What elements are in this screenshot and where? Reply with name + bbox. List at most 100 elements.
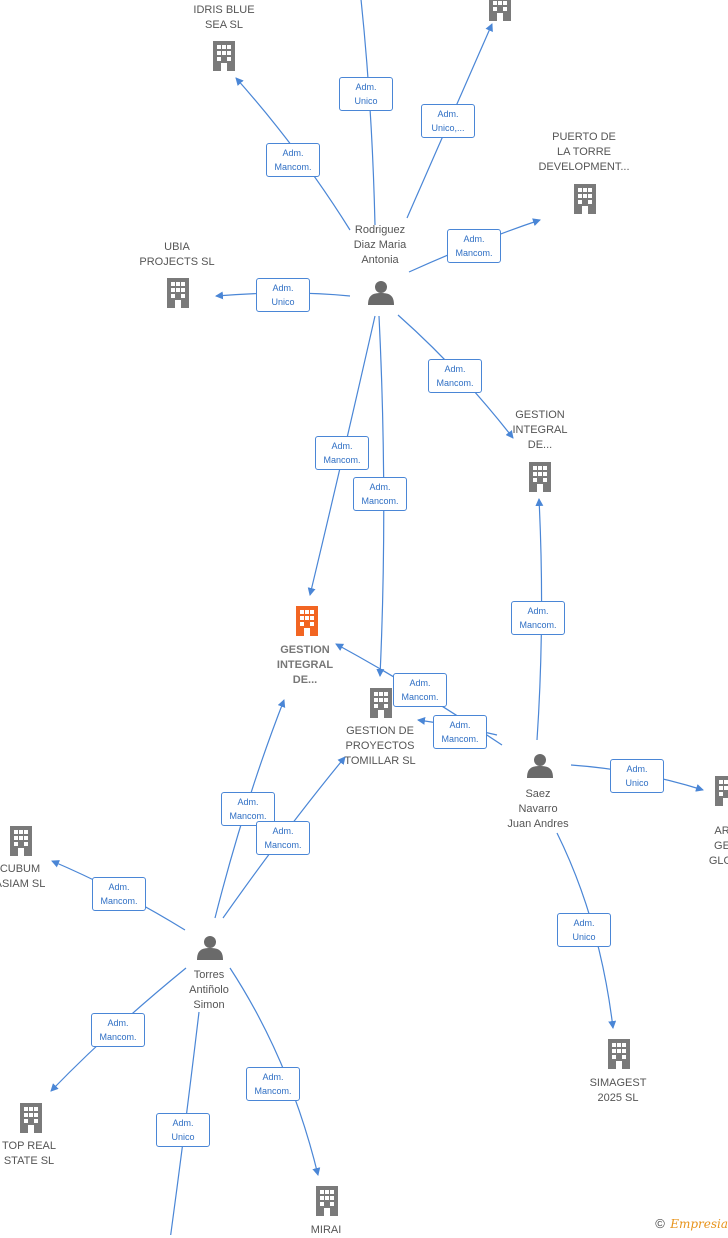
role-badge-line: Mancom.	[254, 1086, 292, 1096]
role-badge-line: Unico	[171, 1132, 195, 1142]
node-label-line: Antonia	[361, 254, 399, 266]
node-label-line: PROJECTS SL	[139, 256, 215, 268]
node-label-mirai[interactable]: MIRAI	[311, 1223, 342, 1238]
node-label-line: Antiñolo	[189, 984, 229, 996]
building-icon[interactable]	[608, 1039, 630, 1069]
role-badge-line: Adm.	[272, 283, 294, 293]
person-icon[interactable]	[527, 754, 553, 778]
person-icon[interactable]	[368, 281, 394, 305]
node-label-line: 2025 SL	[597, 1092, 639, 1104]
node-label-ubia[interactable]: UBIA PROJECTS SL	[139, 240, 214, 270]
footer-brand[interactable]: © Empresia	[655, 1216, 728, 1231]
node-label-line: Navarro	[518, 803, 558, 815]
node-label-line: INTEGRAL	[276, 659, 334, 671]
node-label-line: DE...	[292, 674, 318, 686]
node-label-line: GLOI	[708, 855, 728, 867]
node-label-gestion_main[interactable]: GESTION INTEGRAL DE...	[277, 643, 333, 688]
person-icon[interactable]	[197, 936, 223, 960]
role-badge[interactable]: Adm.Unico,...	[421, 104, 475, 138]
role-badge[interactable]: Adm.Mancom.	[447, 229, 501, 263]
node-label-line: DE...	[527, 439, 553, 451]
role-badge-line: Mancom.	[323, 455, 361, 465]
role-badge-line: Adm.	[272, 826, 294, 836]
role-badge-line: Unico	[572, 932, 596, 942]
role-badge[interactable]: Adm. Mancom.	[246, 1067, 300, 1101]
role-badge-line: Adm.	[107, 1018, 129, 1028]
role-badge[interactable]: Adm.Mancom.	[266, 143, 320, 177]
role-badge-line: Adm.	[331, 441, 353, 451]
node-label-line: DEVELOPMENT...	[538, 161, 630, 173]
role-badge-line: Mancom.	[229, 811, 267, 821]
edges-layer	[50, 0, 704, 1235]
building-icon[interactable]	[167, 278, 189, 308]
node-label-gestion_right[interactable]: GESTION INTEGRAL DE...	[512, 408, 567, 453]
role-badge-line: Adm.	[369, 482, 391, 492]
building-icon[interactable]	[715, 776, 728, 806]
role-badge-line: Adm.	[626, 764, 648, 774]
role-badge-line: Adm.	[463, 234, 485, 244]
role-badge[interactable]: Adm.Mancom.	[353, 477, 407, 511]
node-label-line: CUBUM	[0, 863, 41, 875]
node-label-line: Saez	[525, 788, 551, 800]
role-badge[interactable]: Adm.Mancom.	[91, 1013, 145, 1047]
role-badge[interactable]: Adm. Unico	[610, 759, 664, 793]
role-badge-line: Mancom.	[401, 692, 439, 702]
building-icon[interactable]	[489, 0, 511, 21]
role-badge[interactable]: Adm.Mancom.	[393, 673, 447, 707]
role-badge-line: Unico	[625, 778, 649, 788]
node-label-line: Simon	[193, 999, 225, 1011]
node-label-line: UBIA	[164, 241, 190, 253]
role-badge-line: Unico	[354, 96, 378, 106]
role-badge[interactable]: Adm.Mancom.	[92, 877, 146, 911]
node-label-cubum[interactable]: CUBUM ASIAM SL	[0, 862, 45, 892]
building-icon[interactable]	[10, 826, 32, 856]
node-label-line: Diaz Maria	[353, 239, 407, 251]
role-badge-line: Unico	[271, 297, 295, 307]
role-badge-line: Mancom.	[436, 378, 474, 388]
node-label-ar[interactable]: ARGEGLOI	[709, 824, 728, 869]
copyright-icon: ©	[655, 1216, 665, 1231]
node-label-line: STATE SL	[3, 1155, 55, 1167]
role-badge[interactable]: Adm. Unico	[156, 1113, 210, 1147]
role-badge-line: Adm.	[355, 82, 377, 92]
node-label-line: INTEGRAL	[512, 424, 568, 436]
node-label-line: GESTION	[280, 644, 330, 656]
role-badge[interactable]: Adm.Mancom.	[221, 792, 275, 826]
node-label-line: GESTION	[515, 409, 565, 421]
role-badge-line: Mancom.	[274, 162, 312, 172]
role-badge[interactable]: Adm. Unico	[339, 77, 393, 111]
node-label-line: AR	[714, 825, 728, 837]
role-badge-line: Adm.	[444, 364, 466, 374]
role-badge[interactable]: Adm. Mancom.	[428, 359, 482, 393]
building-icon[interactable]	[529, 462, 551, 492]
role-badge[interactable]: Adm.Mancom.	[256, 821, 310, 855]
node-label-line: GESTION DE	[346, 725, 414, 737]
building-icon[interactable]	[296, 606, 318, 636]
role-badge[interactable]: Adm. Mancom.	[315, 436, 369, 470]
building-icon[interactable]	[20, 1103, 42, 1133]
role-badge-line: Adm.	[437, 109, 459, 119]
role-badge-line: Adm.	[262, 1072, 284, 1082]
node-label-line: SEA SL	[205, 19, 243, 31]
building-icon[interactable]	[574, 184, 596, 214]
role-badge[interactable]: Adm.Mancom.	[511, 601, 565, 635]
role-badge[interactable]: Adm. Unico	[256, 278, 310, 312]
node-label-line: Torres	[193, 969, 225, 981]
role-badge[interactable]: Adm.Unico	[557, 913, 611, 947]
building-icon[interactable]	[370, 688, 392, 718]
node-label-line: ASIAM SL	[0, 878, 46, 890]
role-badge-line: Adm.	[172, 1118, 194, 1128]
building-icon[interactable]	[316, 1186, 338, 1216]
building-icon[interactable]	[213, 41, 235, 71]
role-badge[interactable]: Adm.Mancom.	[433, 715, 487, 749]
role-badge-line: Adm.	[108, 882, 130, 892]
